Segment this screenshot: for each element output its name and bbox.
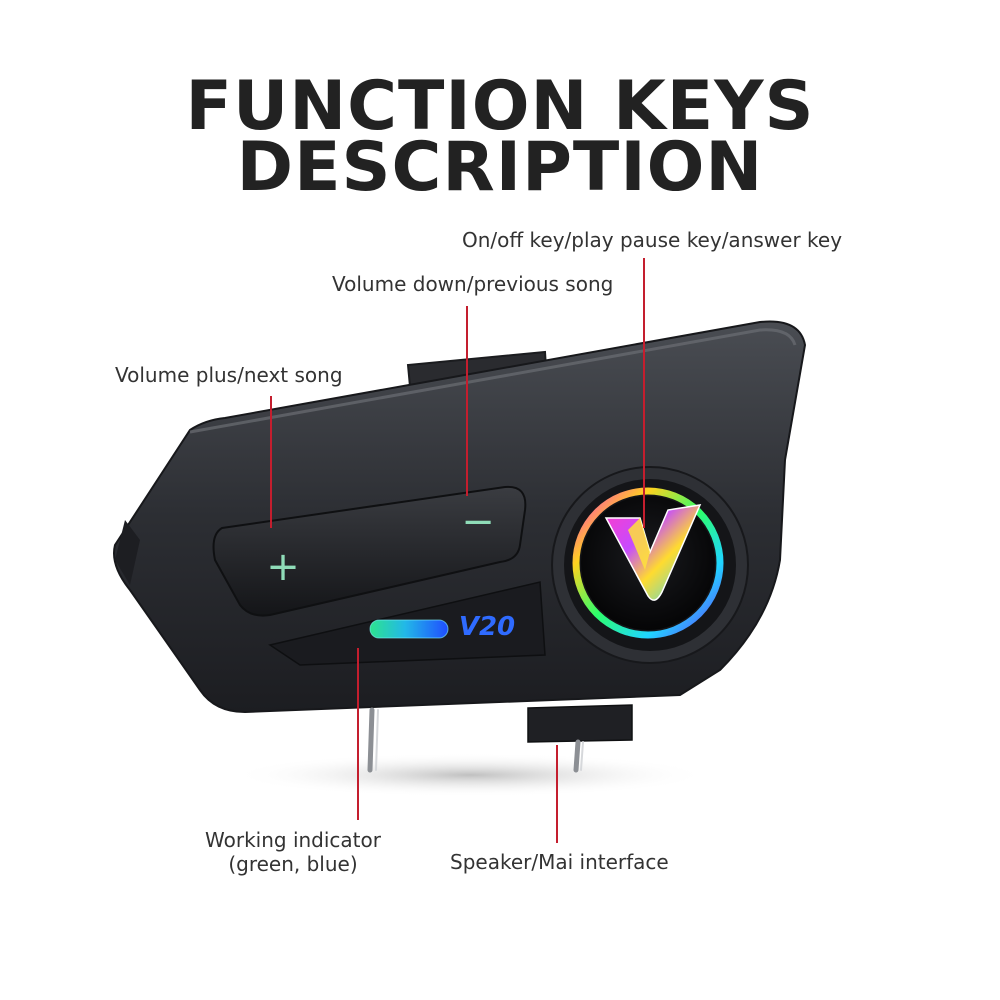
- leader-line-indicator: [357, 648, 359, 820]
- callout-working-indicator-line1: Working indicator: [205, 828, 381, 852]
- button-panel: [212, 485, 527, 617]
- left-pin: [367, 707, 375, 773]
- working-indicator-led: [370, 620, 448, 638]
- callout-speaker-interface: Speaker/Mai interface: [450, 850, 669, 874]
- callout-working-indicator-line2: (green, blue): [228, 852, 358, 876]
- page-title-line1: FUNCTION KEYS: [185, 67, 815, 146]
- right-pin: [573, 739, 581, 773]
- callout-working-indicator: Working indicator (green, blue): [200, 828, 386, 876]
- model-label: V20: [459, 612, 515, 642]
- volume-plus-symbol: +: [266, 544, 300, 590]
- callout-volume-plus: Volume plus/next song: [115, 363, 343, 387]
- volume-minus-symbol: −: [461, 499, 495, 545]
- rgb-light-ring: [572, 487, 724, 639]
- leader-line-volume-plus: [270, 396, 272, 528]
- ground-shadow: [230, 753, 710, 797]
- callout-volume-down: Volume down/previous song: [332, 272, 614, 296]
- leader-line-volume-down: [466, 306, 468, 496]
- leader-line-speaker: [556, 745, 558, 843]
- speaker-connector: [527, 704, 633, 743]
- page-title-line2: DESCRIPTION: [236, 128, 764, 207]
- leader-line-power: [643, 258, 645, 528]
- callout-power-key: On/off key/play pause key/answer key: [462, 228, 843, 252]
